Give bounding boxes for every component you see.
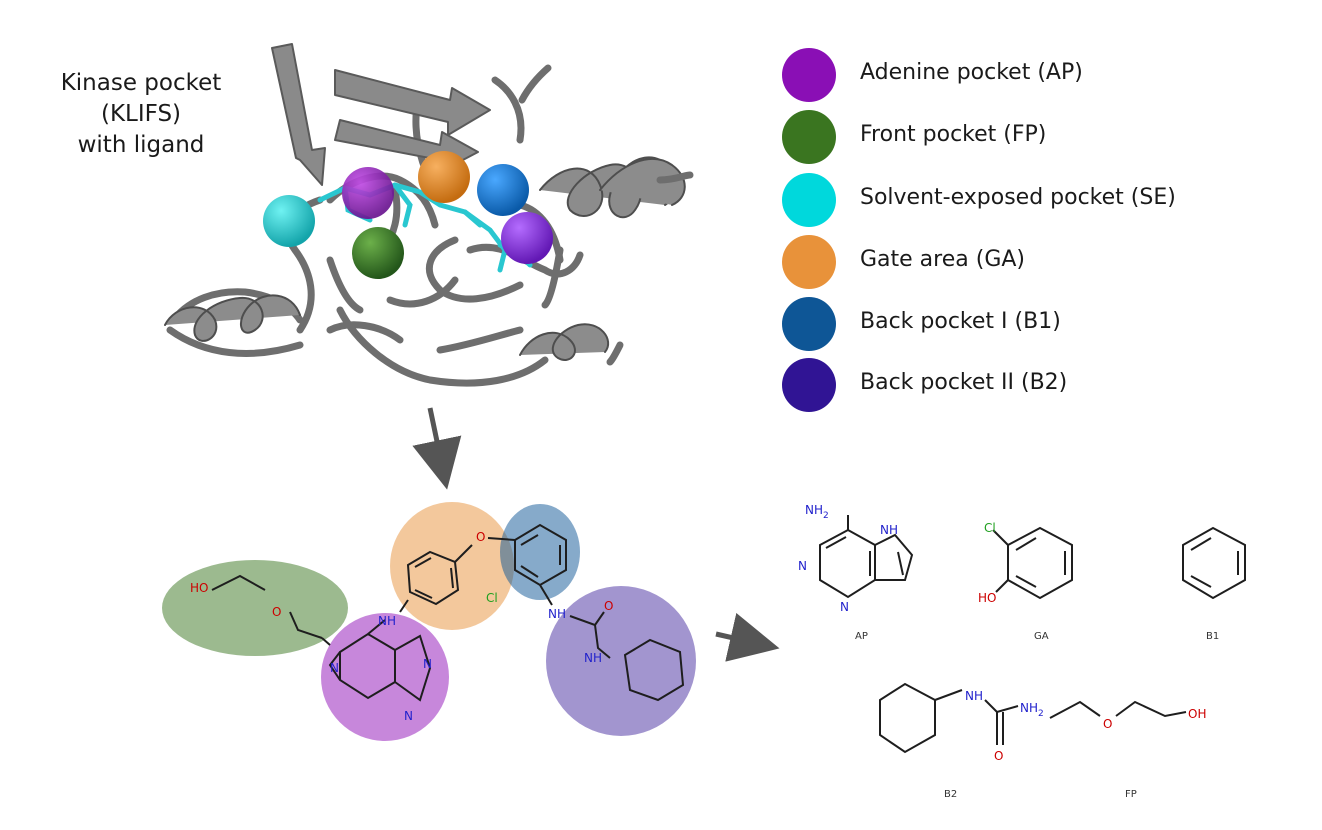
fragment-b2: NH NH2 O B2 [879, 682, 1044, 800]
fp-highlight [162, 560, 348, 656]
fp-o: O [1103, 717, 1112, 731]
title-line-3: with ligand [77, 132, 205, 158]
fp-sphere [352, 227, 404, 279]
atom-nh-amine: NH [378, 614, 396, 628]
legend-label-ga: Gate area (GA) [860, 247, 1025, 272]
legend-label-ap: Adenine pocket (AP) [860, 60, 1083, 85]
legend-item-fp: Front pocket (FP) [782, 110, 1302, 164]
legend-item-ga: Gate area (GA) [782, 235, 1302, 289]
pocket-spheres [263, 151, 553, 279]
legend-item-b2: Back pocket II (B2) [782, 358, 1302, 412]
legend-label-fp: Front pocket (FP) [860, 122, 1047, 147]
arrow-down [412, 407, 462, 490]
legend-item-b1: Back pocket I (B1) [782, 297, 1302, 351]
b2-o: O [994, 749, 1003, 763]
ap-n1: N [798, 559, 807, 573]
arrow-right [715, 612, 780, 662]
fp-oh: OH [1188, 707, 1206, 721]
ap-sphere [342, 167, 394, 219]
title-line-2: (KLIFS) [100, 101, 182, 127]
legend-dot-se [782, 173, 836, 227]
pocket-title: Kinase pocket (KLIFS) with ligand [30, 68, 252, 161]
fragment-ap: NH2 NH N N AP [798, 503, 914, 642]
atom-nh-urea2: NH [584, 651, 602, 665]
ap-highlight [321, 613, 449, 741]
legend-dot-ga [782, 235, 836, 289]
atom-o-bridge: O [476, 530, 485, 544]
legend-dot-b1 [782, 297, 836, 351]
atom-n-pyrrole: N [330, 661, 339, 675]
legend-dot-b2 [782, 358, 836, 412]
legend-item-ap: Adenine pocket (AP) [782, 48, 1302, 102]
legend-label-se: Solvent-exposed pocket (SE) [860, 185, 1176, 210]
legend-item-se: Solvent-exposed pocket (SE) [782, 173, 1302, 227]
fp-caption: FP [1125, 789, 1137, 800]
ap-nh: NH [880, 523, 898, 537]
b2-sphere [501, 212, 553, 264]
legend-label-b2: Back pocket II (B2) [860, 370, 1068, 395]
atom-o-urea: O [604, 599, 613, 613]
ga-caption: GA [1034, 631, 1049, 642]
legend-label-b1: Back pocket I (B1) [860, 309, 1061, 334]
b2-nh: NH [965, 689, 983, 703]
b2-highlight [546, 586, 696, 736]
ap-n2: N [840, 600, 849, 614]
ap-caption: AP [855, 631, 868, 642]
b1-caption: B1 [1206, 631, 1219, 642]
ga-cl: Cl [984, 521, 996, 535]
legend-dot-ap [782, 48, 836, 102]
b2-caption: B2 [944, 789, 957, 800]
ga-ho: HO [978, 591, 996, 605]
title-line-1: Kinase pocket [60, 70, 222, 96]
fragment-fp: O OH FP [1049, 700, 1206, 800]
ga-sphere [418, 151, 470, 203]
atom-o-ether: O [272, 605, 281, 619]
atom-n-ring1: N [423, 657, 432, 671]
legend-dot-fp [782, 110, 836, 164]
b1-highlight [500, 504, 580, 600]
atom-n-ring2: N [404, 709, 413, 723]
se-sphere [263, 195, 315, 247]
fragment-ga: Cl HO GA [978, 521, 1073, 642]
ap-nh2: NH2 [805, 503, 829, 521]
b1-sphere [477, 164, 529, 216]
atom-cl: Cl [486, 591, 498, 605]
fragment-b1: B1 [1182, 526, 1246, 642]
b2-nh2: NH2 [1020, 701, 1044, 719]
ligand-2d: HO O N NH N N O Cl NH NH O [162, 502, 696, 741]
atom-nh-urea1: NH [548, 607, 566, 621]
atom-ho: HO [190, 581, 208, 595]
